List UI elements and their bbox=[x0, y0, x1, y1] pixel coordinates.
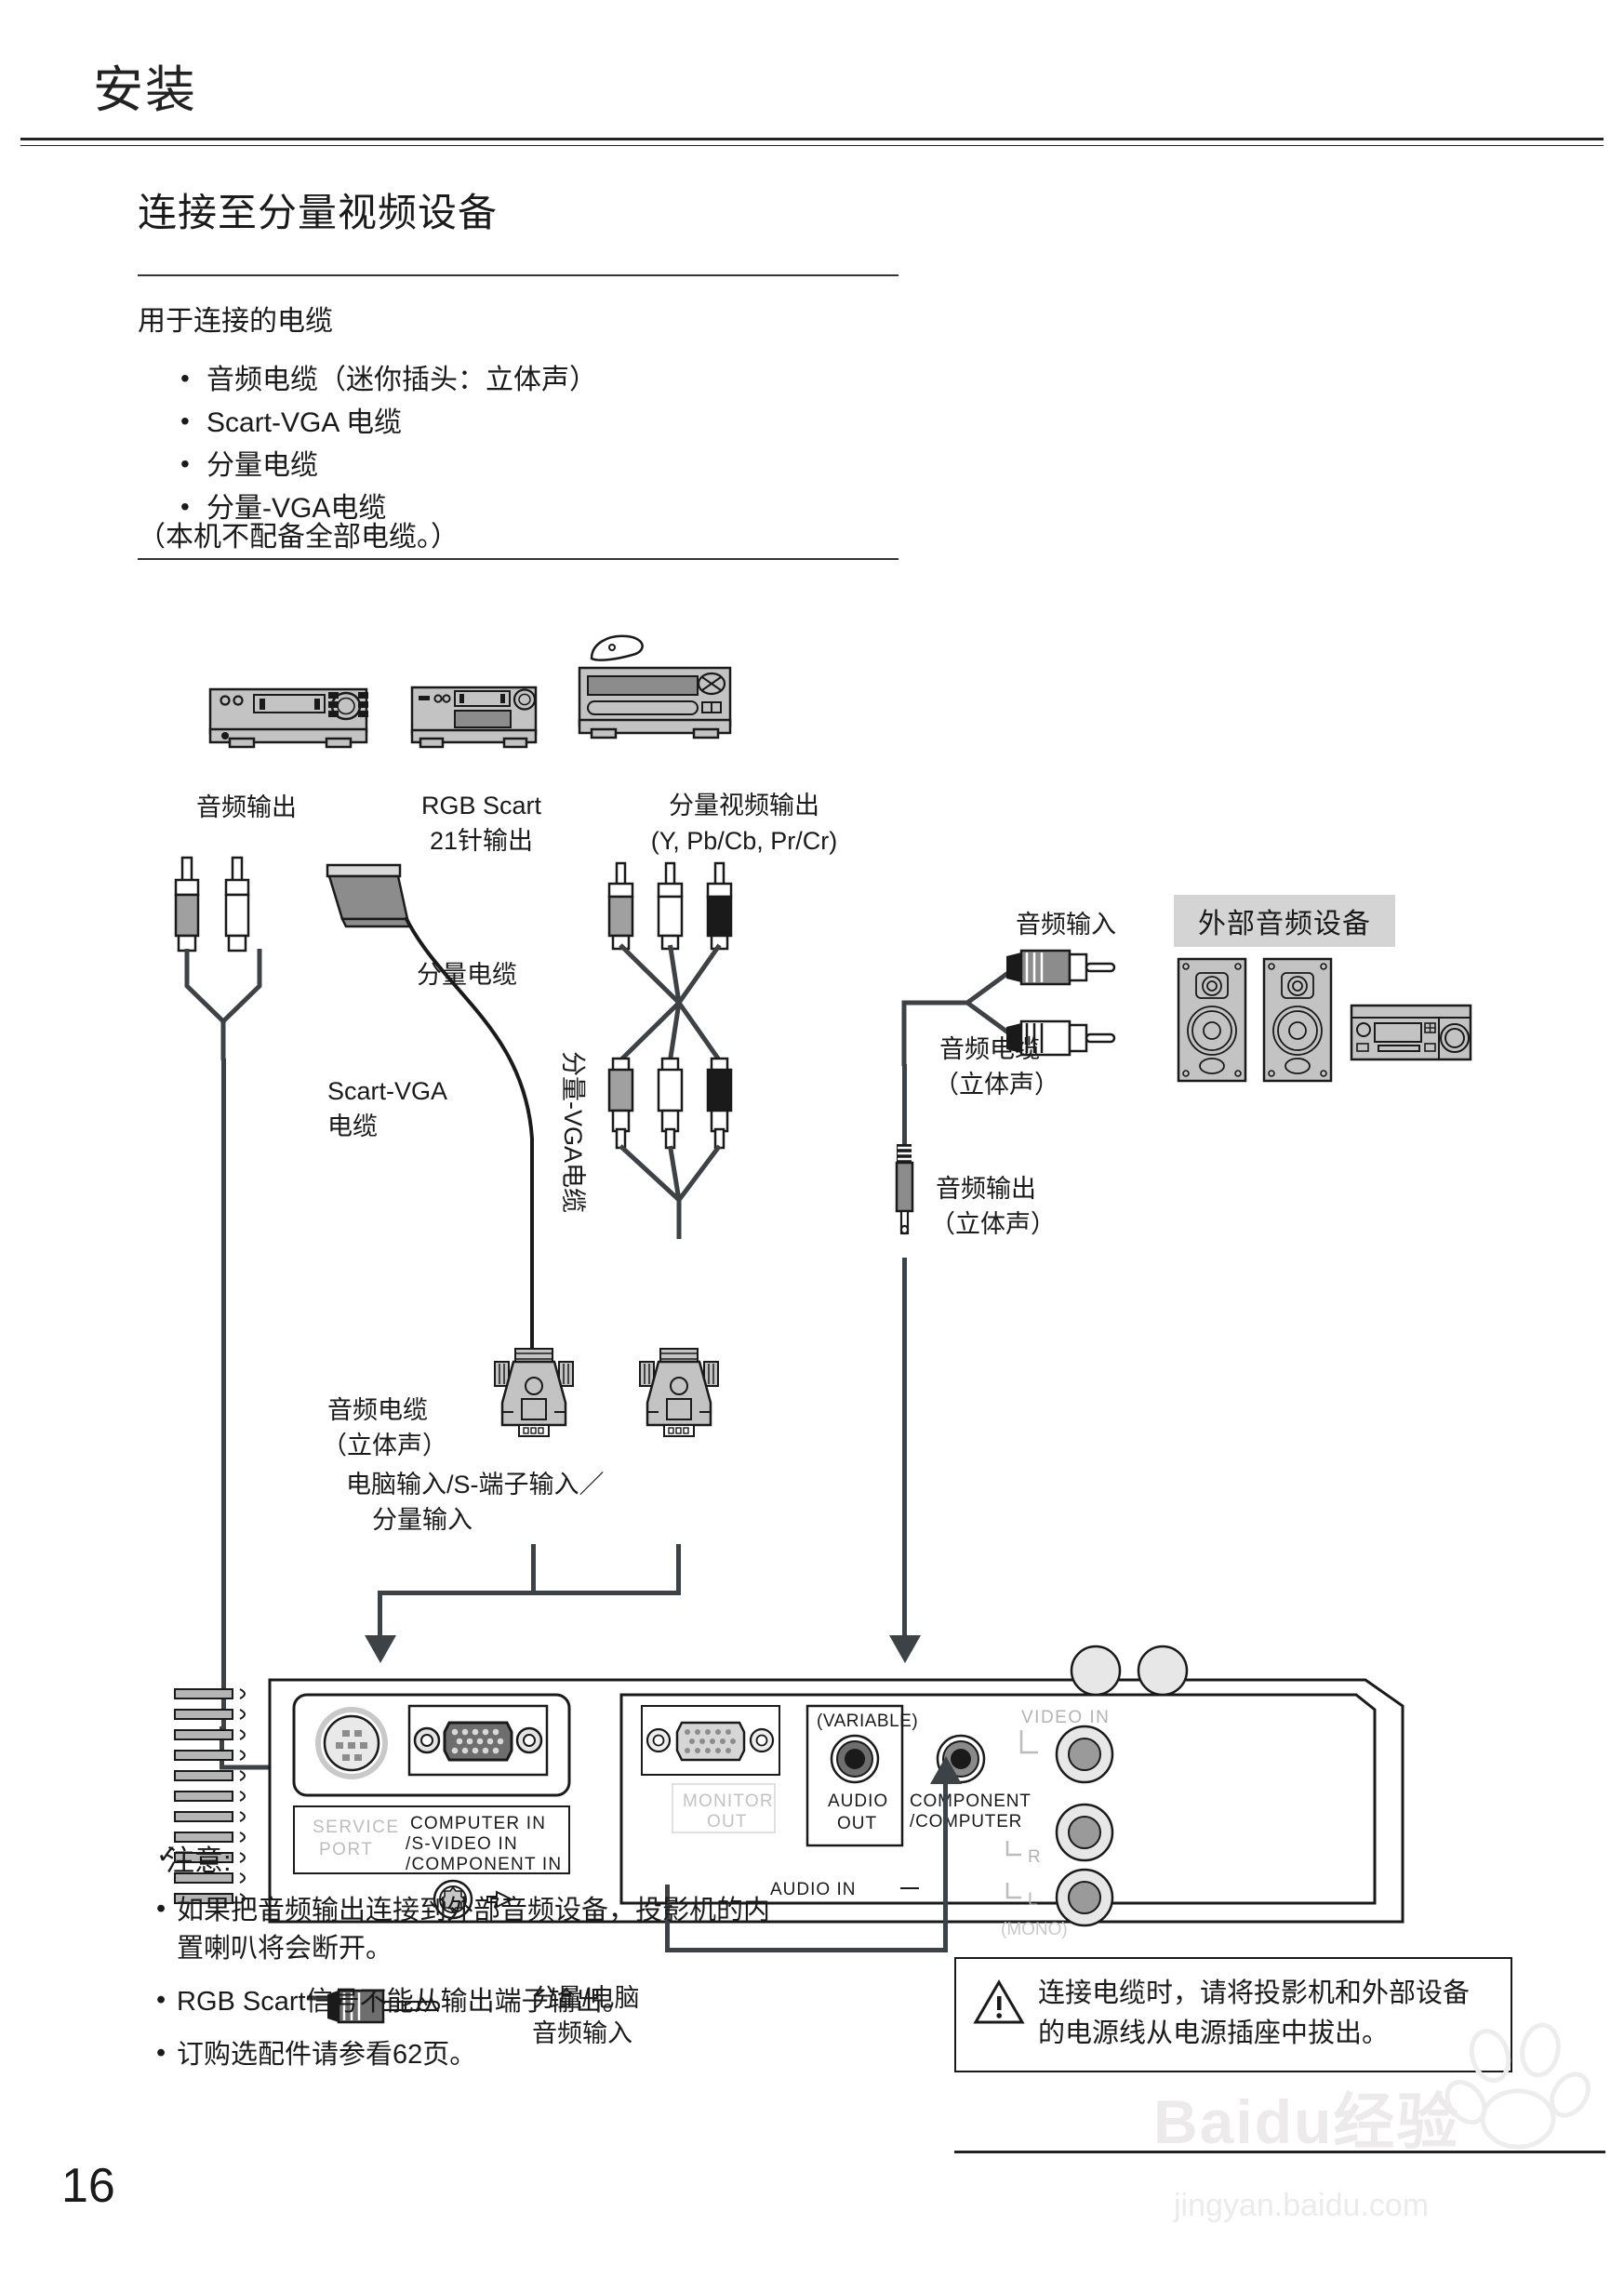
vga-connector-left bbox=[494, 1348, 574, 1437]
svg-text:COMPONENT: COMPONENT bbox=[910, 1792, 1032, 1811]
wire-vga-to-arrow bbox=[378, 1591, 536, 1595]
watermark-main: Baidu经验 bbox=[1153, 2087, 1460, 2156]
label-component-vga-cable: 分量-VGA电缆 bbox=[559, 1051, 587, 1214]
label-component-video-out-line2: (Y, Pb/Cb, Pr/Cr) bbox=[650, 827, 838, 855]
device-dvd-player bbox=[410, 686, 538, 749]
note-item: 订购选配件请参看62页。 bbox=[140, 2034, 791, 2074]
label-component-video-out-line1: 分量视频输出 bbox=[669, 792, 819, 819]
svg-text:OUT: OUT bbox=[837, 1814, 877, 1833]
warning-text: 连接电缆时，请将投影机和外部设备的电源线从电源插座中拔出。 bbox=[1038, 1978, 1471, 2048]
svg-text:/S-VIDEO IN: /S-VIDEO IN bbox=[406, 1834, 518, 1854]
label-audio-cable-right-line1: 音频电缆 bbox=[939, 1035, 1040, 1063]
rca-plug-pair-left bbox=[174, 856, 250, 952]
wire-vga-bridge bbox=[531, 1591, 681, 1595]
connection-diagram: 音频输出 RGB Scart 21针输出 分量视频输出 (Y, Pb/Cb, P… bbox=[0, 614, 1624, 2047]
label-component-cable: 分量电缆 bbox=[417, 961, 517, 989]
label-audio-cable-left-line1: 音频电缆 bbox=[327, 1396, 428, 1424]
wire-vga-left-down bbox=[531, 1544, 536, 1595]
warning-triangle-icon bbox=[973, 1979, 1025, 2024]
rca-triple-top bbox=[607, 861, 733, 951]
cable-list: 音频电缆（迷你插头：立体声） Scart-VGA 电缆 分量电缆 分量-VGA电… bbox=[138, 357, 919, 530]
label-audio-input-right: 音频输入 bbox=[1016, 911, 1116, 939]
speaker-left bbox=[1177, 957, 1247, 1083]
wire-audio-out-to-panel bbox=[902, 1258, 907, 1639]
svg-text:(VARIABLE): (VARIABLE) bbox=[817, 1712, 918, 1731]
svg-text:L: L bbox=[1028, 1890, 1038, 1910]
device-vcr bbox=[578, 634, 732, 739]
page-number: 16 bbox=[61, 2159, 115, 2213]
svg-text:/COMPUTER: /COMPUTER bbox=[910, 1812, 1022, 1832]
check-icon: ✓ bbox=[156, 1840, 179, 1869]
rca-triple-bottom bbox=[607, 1057, 733, 1150]
wire-scart-vga bbox=[404, 916, 534, 1354]
list-item: 音频电缆（迷你插头：立体声） bbox=[175, 357, 919, 402]
arrow-down-computer-in bbox=[365, 1635, 396, 1663]
list-item: Scart-VGA 电缆 bbox=[175, 400, 919, 445]
wire-component-cable bbox=[619, 943, 722, 1062]
list-item: 分量-VGA电缆 bbox=[175, 486, 919, 530]
svg-text:/COMPONENT IN: /COMPONENT IN bbox=[406, 1855, 562, 1874]
wire-audio-left-trunk bbox=[221, 1059, 226, 1731]
footer-divider bbox=[954, 2151, 1605, 2153]
label-audio-output-left: 音频输出 bbox=[196, 793, 297, 821]
label-scart-vga-cable-line2: 电缆 bbox=[327, 1112, 378, 1140]
section-title: 连接至分量视频设备 bbox=[138, 191, 499, 234]
mini-jack-plug bbox=[895, 1144, 914, 1235]
cables-note: （本机不配备全部电缆。） bbox=[138, 522, 459, 553]
notes-block: ✓ 注意: 如果把音频输出连接到外部音频设备，投影机的内置喇叭将会断开。 RGB… bbox=[140, 1837, 791, 2089]
header-divider-thin bbox=[20, 145, 1604, 146]
note-item: RGB Scart信号不能从输出端子输出。 bbox=[140, 1981, 791, 2021]
svg-text:OUT: OUT bbox=[707, 1812, 748, 1832]
notes-heading: ✓ 注意: bbox=[156, 1837, 791, 1879]
projector-terminal-panel: SERVICE PORT COMPUTER IN /S-VIDEO IN /CO… bbox=[174, 1645, 1404, 1939]
svg-text:R: R bbox=[1028, 1847, 1041, 1867]
cables-heading: 用于连接的电缆 bbox=[138, 306, 333, 337]
svg-text:AUDIO: AUDIO bbox=[828, 1792, 888, 1811]
svg-text:PORT: PORT bbox=[319, 1840, 373, 1859]
rca-plug-pair-right bbox=[965, 949, 1116, 1057]
speaker-right bbox=[1262, 957, 1333, 1083]
label-scart-vga-cable-line1: Scart-VGA bbox=[327, 1077, 448, 1105]
header-divider bbox=[20, 138, 1604, 140]
wire-audio-in-up bbox=[943, 1884, 948, 1952]
external-audio-banner: 外部音频设备 bbox=[1174, 895, 1395, 947]
watermark-sub: jingyan.baidu.com bbox=[1174, 2188, 1430, 2223]
label-rgb-scart-line2: 21针输出 bbox=[429, 827, 534, 855]
arrow-down-audio-out bbox=[889, 1635, 921, 1663]
label-audio-output-right-line1: 音频输出 bbox=[936, 1175, 1036, 1203]
vga-connector-right bbox=[639, 1348, 719, 1437]
warning-box: 连接电缆时，请将投影机和外部设备的电源线从电源插座中拔出。 bbox=[954, 1957, 1512, 2072]
notes-heading-text: 注意: bbox=[166, 1845, 232, 1877]
svg-text:MONITOR: MONITOR bbox=[683, 1792, 774, 1811]
label-audio-output-right-line2: （立体声） bbox=[930, 1210, 1056, 1238]
wire-audio-right-bend bbox=[901, 1000, 969, 1066]
wire-audio-in-across bbox=[665, 1948, 948, 1952]
list-item: 分量电缆 bbox=[175, 443, 919, 487]
device-av-amplifier bbox=[208, 687, 368, 749]
label-computer-input-line2: 分量输入 bbox=[372, 1506, 473, 1534]
cables-rule-top bbox=[138, 274, 899, 276]
svg-text:(MONO): (MONO) bbox=[1001, 1920, 1068, 1939]
label-computer-input-line1: 电脑输入/S-端子输入／ bbox=[346, 1471, 605, 1499]
label-rgb-scart-line1: RGB Scart bbox=[420, 792, 542, 819]
label-audio-cable-left-line2: （立体声） bbox=[322, 1432, 447, 1459]
svg-text:VIDEO IN: VIDEO IN bbox=[1021, 1708, 1110, 1727]
svg-text:AUDIO IN: AUDIO IN bbox=[770, 1880, 856, 1899]
wire-vga-right-down bbox=[676, 1544, 681, 1595]
note-item: 如果把音频输出连接到外部音频设备，投影机的内置喇叭将会断开。 bbox=[140, 1890, 791, 1968]
wire-arrow-stem-audio-in bbox=[943, 1778, 948, 1890]
wire-audio-right-trunk bbox=[902, 1064, 907, 1151]
cables-rule-bottom bbox=[138, 558, 899, 560]
wire-arrow-stem-left bbox=[378, 1591, 382, 1639]
chapter-title: 安装 bbox=[93, 62, 197, 118]
wire-component-vga-merge bbox=[619, 1144, 722, 1239]
label-audio-cable-right-line2: （立体声） bbox=[934, 1071, 1059, 1099]
audio-amplifier bbox=[1350, 1004, 1472, 1061]
wire-audio-left-merge bbox=[184, 949, 262, 1060]
svg-text:COMPUTER IN: COMPUTER IN bbox=[410, 1814, 546, 1833]
svg-text:SERVICE: SERVICE bbox=[313, 1818, 400, 1837]
